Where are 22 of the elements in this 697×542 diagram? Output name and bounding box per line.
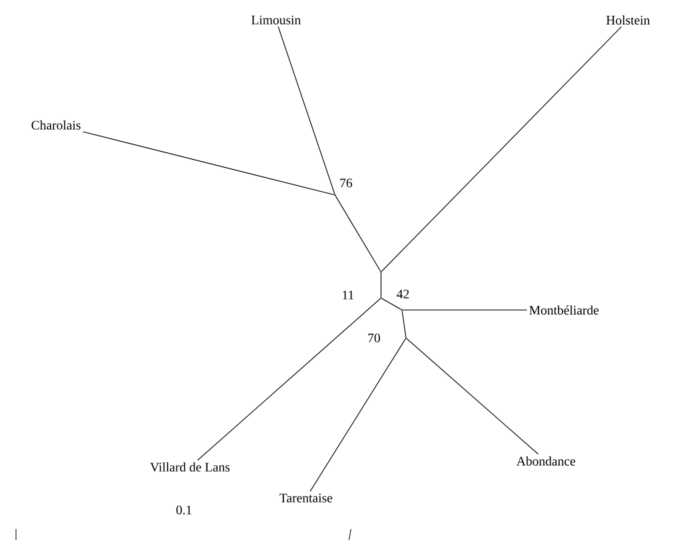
bootstrap-value: 76 bbox=[340, 178, 352, 188]
tree-branch bbox=[82, 131, 334, 196]
tree-branch bbox=[380, 272, 382, 298]
taxon-label: Holstein bbox=[606, 15, 650, 25]
scale-value: 0.1 bbox=[176, 506, 192, 514]
tree-branch bbox=[381, 26, 622, 272]
tree-branch bbox=[335, 195, 381, 272]
taxon-label: Montbéliarde bbox=[529, 305, 599, 315]
taxon-label: Limousin bbox=[251, 16, 301, 24]
tree-branch bbox=[278, 26, 336, 194]
tree-branch bbox=[381, 298, 402, 310]
bootstrap-value: 70 bbox=[368, 334, 380, 342]
tree-branch bbox=[310, 338, 406, 492]
taxon-label: Charolais bbox=[32, 120, 80, 130]
taxon-label: Abondance bbox=[516, 456, 576, 466]
tree-branch bbox=[406, 338, 539, 455]
taxon-label: Villard de Lans bbox=[150, 462, 230, 472]
taxon-label: Tarentaise bbox=[280, 494, 332, 502]
bootstrap-value: 11 bbox=[342, 290, 354, 300]
bootstrap-value: 42 bbox=[396, 290, 409, 298]
tree-branch bbox=[197, 298, 381, 461]
tree-branch bbox=[402, 310, 406, 338]
